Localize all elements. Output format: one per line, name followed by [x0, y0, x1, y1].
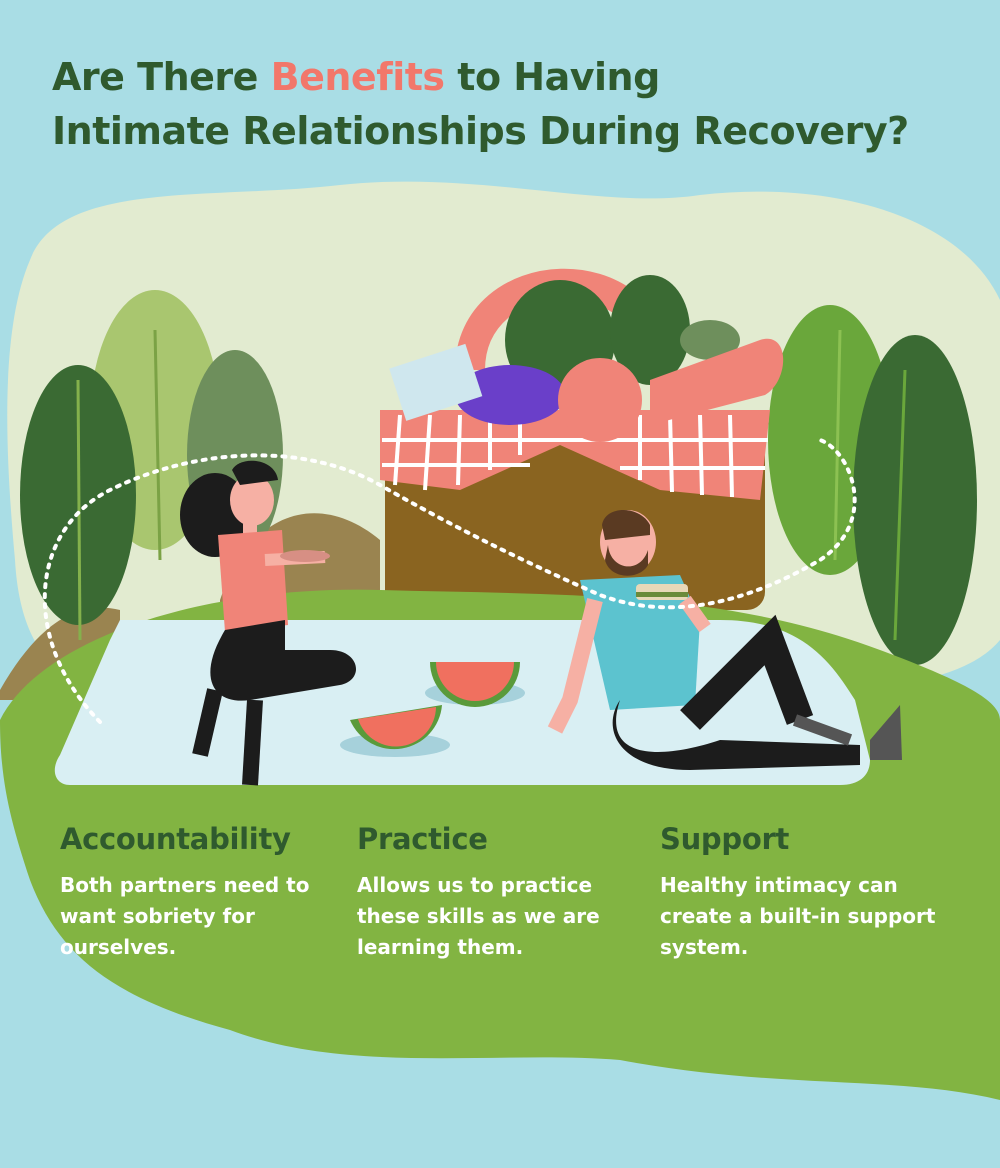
- benefit-text: Both partners need to want sobriety for …: [60, 873, 310, 959]
- leaf-plant-icon: [768, 305, 977, 665]
- title-line2: Intimate Relationships During Recovery?: [52, 109, 909, 153]
- benefit-text: Healthy intimacy can create a built-in s…: [660, 873, 936, 959]
- benefit-heading: Practice: [357, 822, 488, 856]
- benefit-heading: Accountability: [60, 822, 291, 856]
- benefit-support: Support Healthy intimacy can create a bu…: [660, 822, 950, 963]
- benefit-text: Allows us to practice these skills as we…: [357, 873, 600, 959]
- title-part2: to Having: [444, 55, 660, 99]
- title-part1: Are There: [52, 55, 271, 99]
- picnic-basket-icon: [380, 268, 784, 610]
- benefit-heading: Support: [660, 822, 790, 856]
- watermelon-slice-icon: [340, 662, 525, 757]
- man-figure-icon: [547, 510, 902, 770]
- woman-figure-icon: [180, 460, 357, 786]
- dotted-heart-icon: [42, 438, 857, 724]
- benefit-accountability: Accountability Both partners need to wan…: [60, 822, 350, 963]
- title-highlight: Benefits: [270, 55, 445, 99]
- benefit-practice: Practice Allows us to practice these ski…: [357, 822, 647, 963]
